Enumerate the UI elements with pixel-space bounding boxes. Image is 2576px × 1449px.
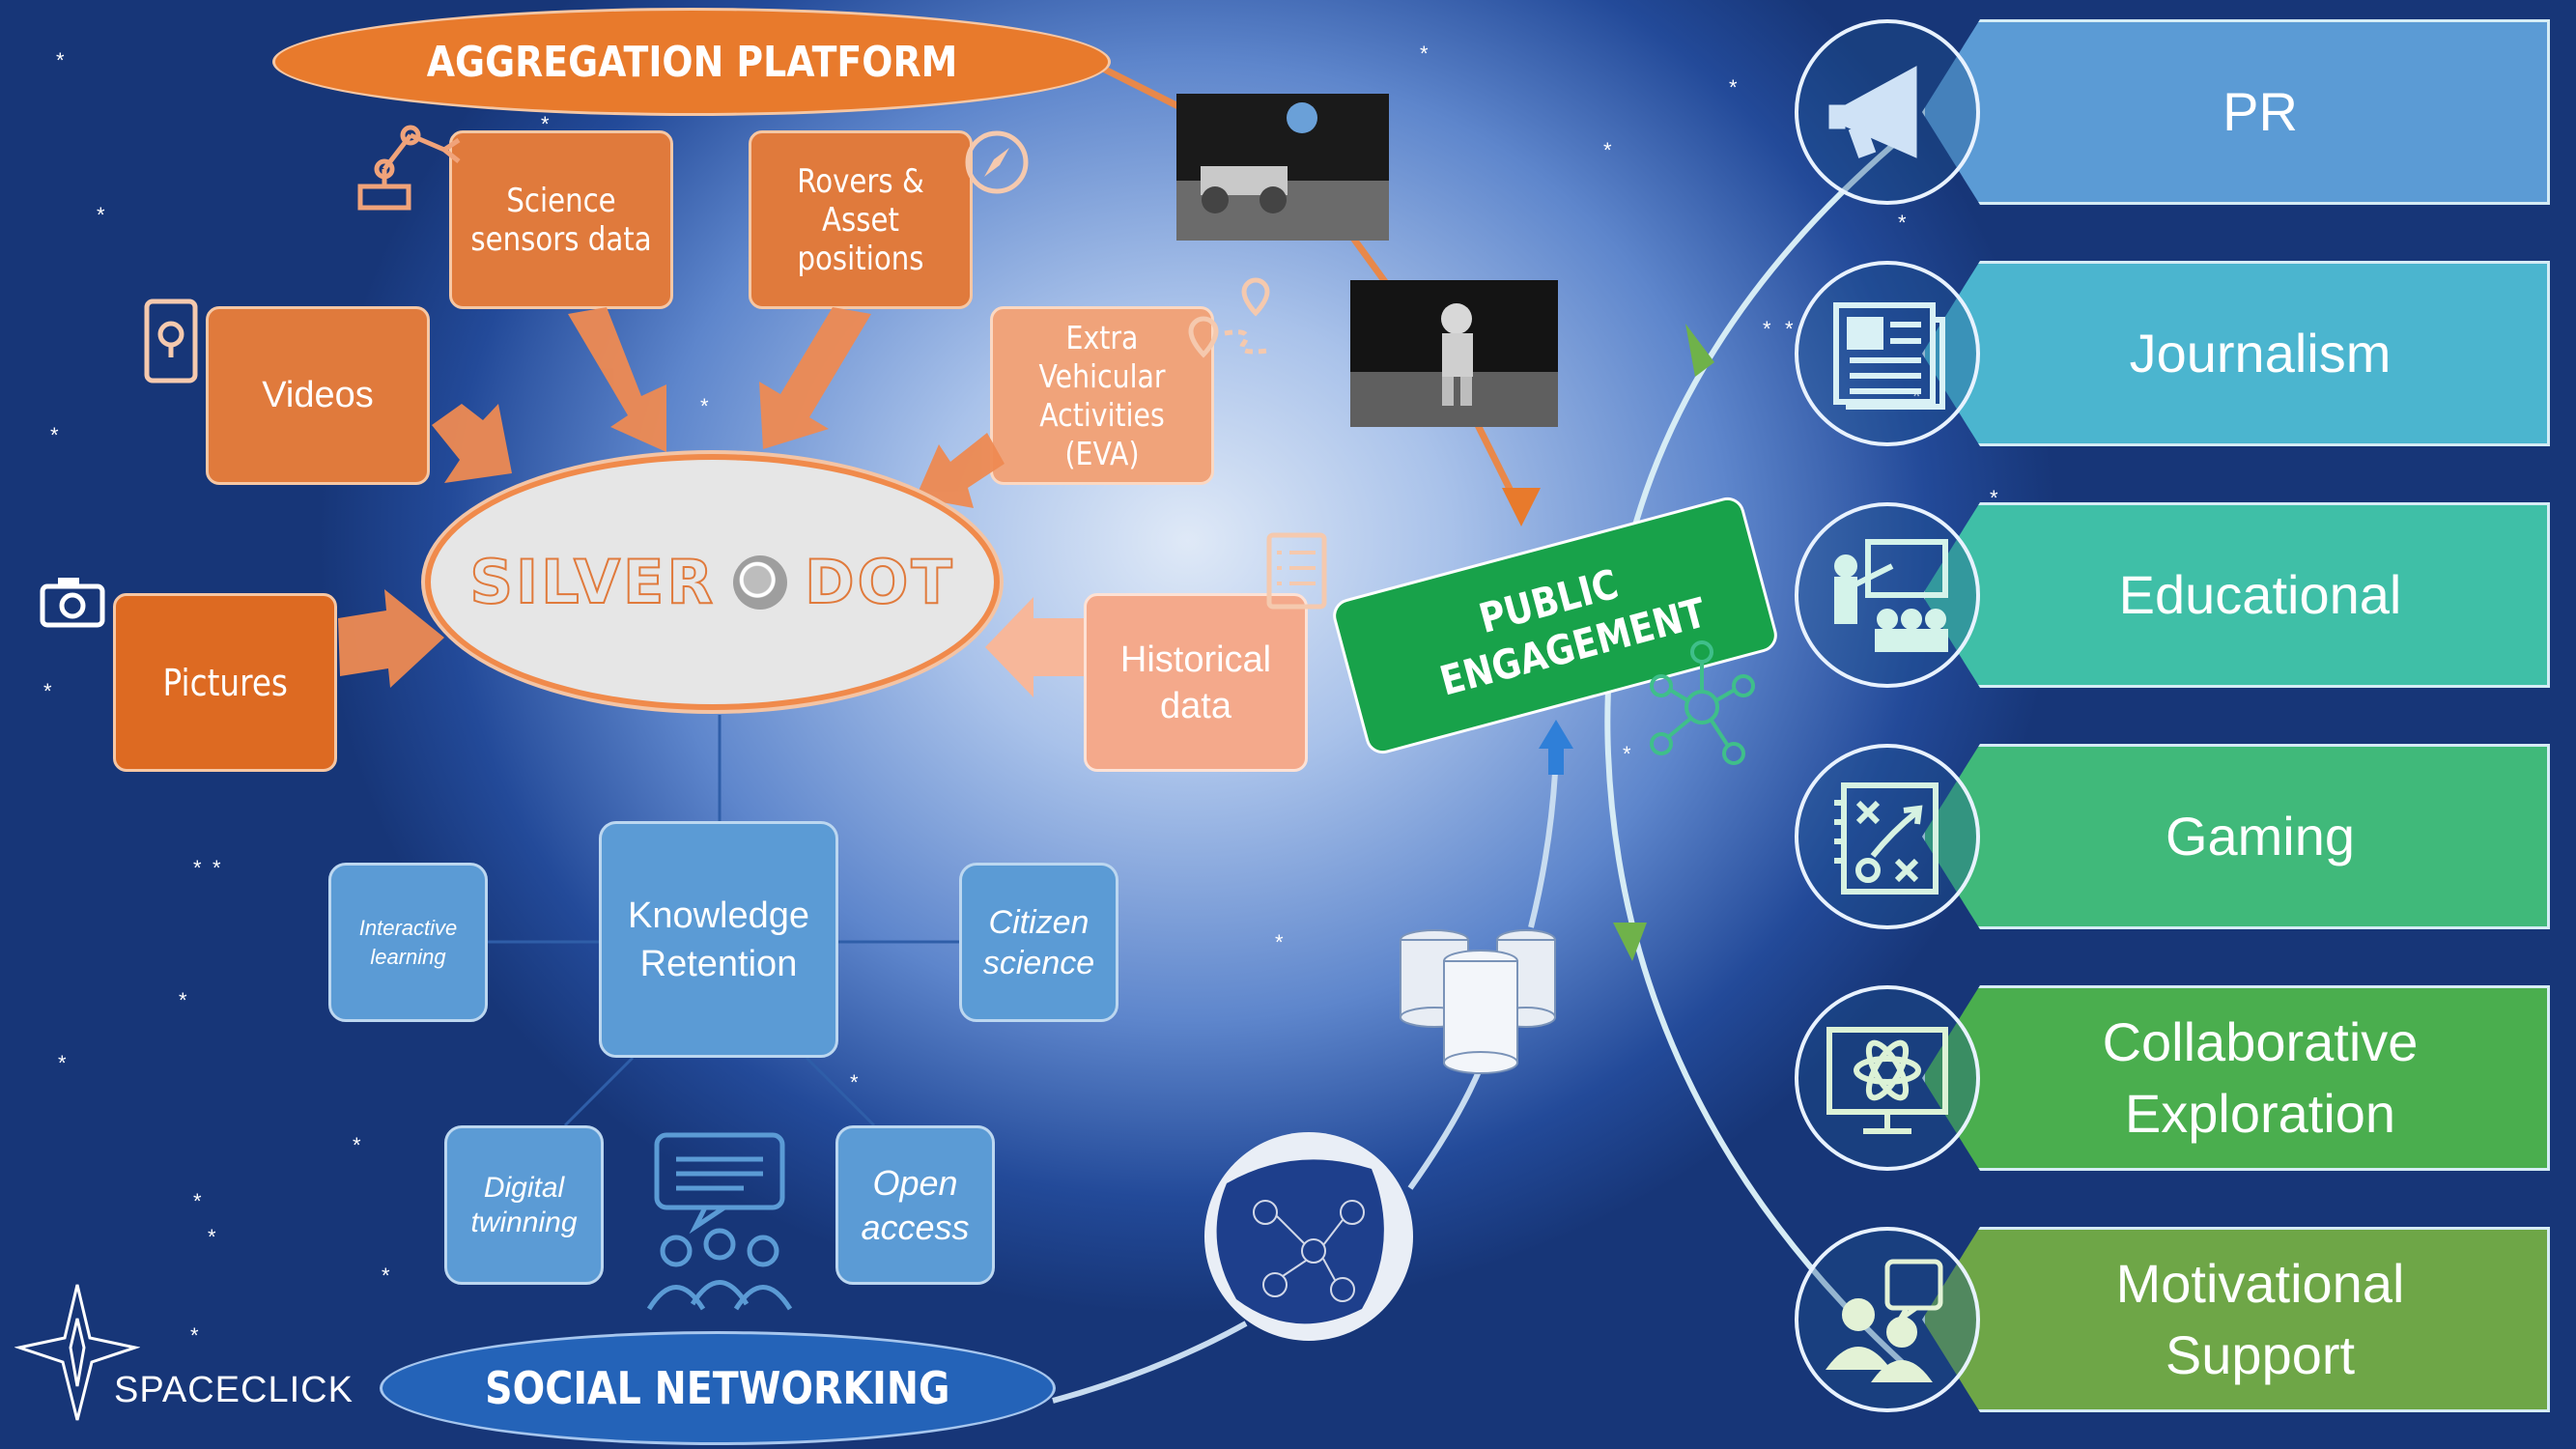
videos-box: Videos (206, 306, 430, 485)
teacher-icon (1834, 539, 1948, 652)
output-item-6: Motivational Support (1922, 1227, 2550, 1412)
output-icon-circle (1795, 19, 1980, 205)
star: * (353, 1133, 361, 1157)
pictures-label: Pictures (162, 661, 288, 704)
aggregation-platform-label: AGGREGATION PLATFORM (426, 37, 957, 87)
star: * (193, 856, 202, 880)
star: * (1898, 211, 1907, 235)
star: * (193, 1189, 202, 1213)
open-access-box: Open access (835, 1125, 995, 1285)
citizen-science-label: Citizen science (982, 903, 1095, 981)
network-globe-icon (1204, 1132, 1413, 1341)
camera-icon (40, 578, 105, 628)
star: * (382, 1264, 390, 1288)
output-item-1: PR (1922, 19, 2550, 205)
star: * (43, 679, 52, 703)
digital-twinning-box: Digital twinning (444, 1125, 604, 1285)
output-item-5: Collaborative Exploration (1922, 985, 2550, 1171)
output-item-label: PR (2222, 81, 2298, 142)
star: * (1603, 138, 1612, 162)
star: * (700, 394, 709, 418)
output-icon-circle (1795, 985, 1980, 1171)
checklist-icon (1266, 532, 1327, 610)
output-item-label: Educational (2118, 564, 2402, 625)
silver-dot-right: DOT (804, 546, 955, 618)
open-access-label: Open access (861, 1162, 970, 1247)
star: * (1763, 317, 1771, 341)
output-item-label: Gaming (2165, 806, 2356, 867)
videos-label: Videos (262, 375, 374, 415)
robot-arm-icon (357, 125, 461, 211)
route-map-icon (1188, 277, 1270, 358)
network-nodes-icon (1650, 640, 1755, 765)
rovers-box: Rovers & Asset positions (749, 130, 973, 309)
star: * (1729, 75, 1738, 99)
mobile-location-icon (144, 298, 198, 384)
digital-twinning-label: Digital twinning (470, 1171, 578, 1238)
output-item-label: Motivational Support (2115, 1253, 2405, 1385)
star: * (850, 1070, 859, 1094)
star: * (1420, 42, 1429, 66)
star: * (190, 1323, 199, 1348)
people-question-icon (1825, 1259, 1943, 1382)
star: * (179, 988, 187, 1012)
lunar-rover-photo (1176, 94, 1389, 241)
interactive-learning-label: Interactive learning (358, 915, 458, 969)
knowledge-retention-box: Knowledge Retention (599, 821, 838, 1058)
megaphone-icon (1828, 66, 1917, 158)
star: * (212, 856, 221, 880)
star: * (50, 423, 59, 447)
social-networking-banner: SOCIAL NETWORKING (380, 1331, 1056, 1445)
knowledge-retention-label: Knowledge Retention (627, 895, 810, 984)
star: * (1623, 742, 1631, 766)
pictures-box: Pictures (113, 593, 337, 772)
eva-box: Extra Vehicular Activities (EVA) (990, 306, 1214, 485)
output-icon-circle (1795, 502, 1980, 688)
social-networking-label: SOCIAL NETWORKING (485, 1362, 950, 1414)
output-item-label: Collaborative Exploration (2102, 1011, 2419, 1144)
output-item-3: Educational (1922, 502, 2550, 688)
star: * (541, 112, 550, 136)
monitor-atom-icon (1826, 1027, 1948, 1134)
aggregation-platform-banner: AGGREGATION PLATFORM (272, 8, 1111, 116)
output-item-label: Journalism (2129, 323, 2392, 384)
chat-people-icon (646, 1132, 793, 1311)
science-sensors-label: Science sensors data (470, 181, 652, 259)
output-icon-circle (1795, 261, 1980, 446)
historical-data-box: Historical data (1084, 593, 1308, 772)
silver-dot-logo-icon (733, 554, 788, 610)
star: * (1275, 930, 1284, 954)
compass-icon (965, 130, 1029, 194)
output-icon-circle (1795, 1227, 1980, 1412)
eva-label: Extra Vehicular Activities (EVA) (1038, 318, 1166, 472)
brand-name: SPACECLICK (114, 1370, 354, 1410)
citizen-science-box: Citizen science (959, 863, 1118, 1022)
historical-data-label: Historical data (1119, 639, 1272, 726)
star: * (1990, 486, 1998, 510)
star: * (208, 1225, 216, 1249)
spaceclick-logo-icon (14, 1284, 140, 1421)
science-sensors-box: Science sensors data (449, 130, 673, 309)
newspaper-icon (1833, 302, 1945, 410)
star: * (97, 203, 105, 227)
star: * (56, 48, 65, 72)
output-item-4: Gaming (1922, 744, 2550, 929)
silver-dot-left: SILVER (468, 546, 717, 618)
output-icon-circle (1795, 744, 1980, 929)
star: * (1785, 317, 1794, 341)
silver-dot-hub: SILVER DOT (425, 454, 1000, 710)
output-item-2: Journalism (1922, 261, 2550, 446)
database-icon (1400, 929, 1556, 1074)
rovers-label: Rovers & Asset positions (797, 161, 924, 278)
strategy-board-icon (1834, 782, 1939, 895)
interactive-learning-box: Interactive learning (328, 863, 488, 1022)
star: * (58, 1051, 67, 1075)
astronaut-photo (1350, 280, 1558, 427)
